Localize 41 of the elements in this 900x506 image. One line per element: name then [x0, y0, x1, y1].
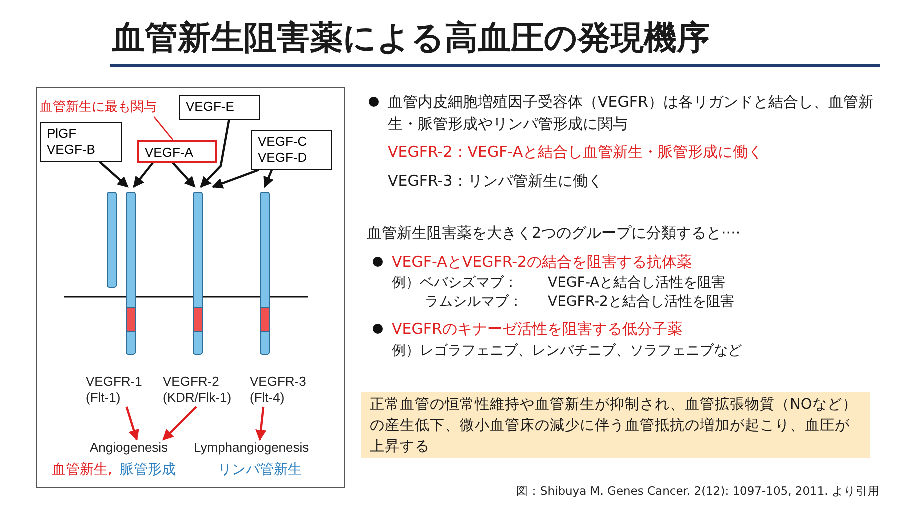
arrow — [133, 162, 154, 188]
receptor-label: VEGFR-2 (KDR/Flk-1) — [163, 374, 247, 407]
receptor-bar — [193, 192, 203, 355]
bullet-text: VEGFRのキナーゼ活性を阻害する低分子薬 — [392, 319, 682, 340]
summary-box: 正常血管の恒常性維持や血管新生が抑制され、血管拡張物質（NOなど）の産生低下、微小血管床の減少に伴う血管抵抗の増加が起こり、血圧が上昇する — [361, 392, 870, 458]
arrow — [172, 162, 196, 188]
japanese-term: リンパ管新生 — [218, 461, 302, 480]
example-text: 例）レゴラフェニブ、レンバチニブ、ソラフェニブなど — [392, 342, 742, 361]
example-text: 例）ベバシズマブ： — [392, 274, 518, 293]
bullet-text: VEGF-AとVEGFR-2の結合を阻害する抗体薬 — [392, 252, 692, 273]
example-text: ラムシルマブ： — [425, 293, 523, 312]
receptor-bar — [107, 192, 117, 288]
leader-line — [154, 116, 174, 140]
slide-title: 血管新生阻害薬による高血圧の発現機序 — [112, 17, 710, 59]
body-text: VEGFR-3：リンパ管新生に働く — [388, 171, 603, 192]
body-text: 血管新生阻害薬を大きく2つのグループに分類すると···· — [367, 223, 741, 244]
ligand-box: PlGF VEGF-B — [40, 122, 122, 162]
receptor-label: VEGFR-1 (Flt-1) — [86, 374, 154, 407]
arrow — [126, 406, 140, 442]
receptor-bar — [260, 192, 270, 355]
receptor-label: Lymphangiogenesis — [194, 440, 326, 456]
japanese-term: 血管新生, — [52, 461, 112, 480]
receptor-label: Angiogenesis — [90, 440, 184, 456]
arrow — [99, 161, 129, 188]
annotation-text: 血管新生に最も関与 — [40, 99, 176, 117]
ligand-box: VEGF-C VEGF-D — [251, 130, 332, 170]
example-text: VEGF-Aと結合し活性を阻害 — [548, 274, 726, 293]
receptor-bar — [126, 192, 136, 355]
bullet-text: 血管内皮細胞増殖因子受容体（VEGFR）は各リガンドと結合し、血管新生・脈管形成やリンパ管形成に関与 — [388, 92, 874, 135]
arrow — [256, 406, 267, 442]
ligand-box: VEGF-A — [137, 140, 217, 163]
arrow — [212, 168, 260, 189]
arrow — [264, 170, 274, 188]
japanese-term: 脈管形成 — [120, 461, 176, 480]
arrow — [162, 406, 198, 441]
arrow — [200, 120, 230, 188]
source-caption: 図：Shibuya M. Genes Cancer. 2(12): 1097-105, 2011. より引用 — [516, 484, 880, 499]
example-text: VEGFR-2と結合し活性を阻害 — [548, 293, 734, 312]
receptor-label: VEGFR-3 (Flt-4) — [250, 374, 318, 407]
ligand-box: VEGF-E — [179, 95, 260, 120]
body-text: VEGFR-2：VEGF-Aと結合し血管新生・脈管形成に働く — [388, 142, 764, 163]
